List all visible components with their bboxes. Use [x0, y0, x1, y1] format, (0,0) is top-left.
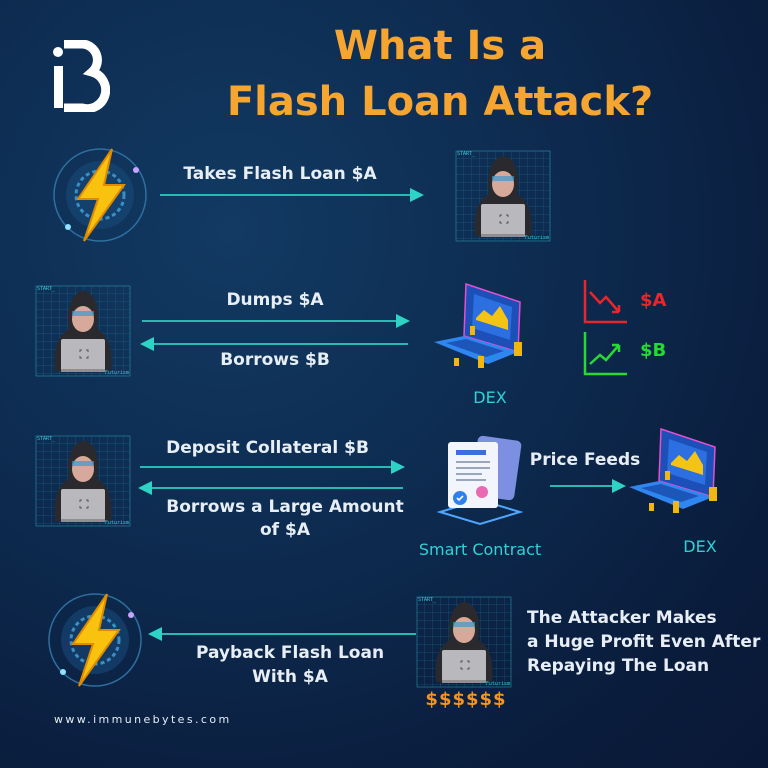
title-line-1: What Is a — [333, 23, 547, 69]
immunebytes-logo — [50, 39, 111, 114]
step1-arrow — [160, 188, 424, 202]
smart-contract-icon — [430, 432, 530, 531]
step3-bottom-label-1: Borrows a Large Amount — [166, 497, 404, 517]
result-line-3: Repaying The Loan — [527, 656, 710, 676]
step2-left-arrow — [140, 337, 408, 351]
step3-left-arrow — [138, 481, 403, 495]
start-tag: START_ — [37, 436, 56, 442]
asset-a-label: $A — [640, 290, 667, 311]
start-tag: START_ — [37, 286, 56, 292]
asset-b-label: $B — [640, 340, 667, 361]
smart-contract-label: Smart Contract — [418, 540, 542, 559]
flash-loan-bolt-icon — [45, 590, 145, 690]
attacker-figure: START_ Futurism — [455, 150, 551, 242]
step4-label-2: With $A — [252, 667, 328, 687]
attacker-figure: START_ Futurism — [35, 285, 131, 377]
step3-right-arrow — [140, 460, 405, 474]
step3-bottom-label-2: of $A — [260, 520, 310, 540]
start-tag: START_ — [418, 597, 437, 603]
flash-loan-bolt-icon — [50, 145, 150, 245]
step4-label-1: Payback Flash Loan — [195, 643, 385, 663]
futurism-tag: Futurism — [104, 520, 129, 526]
price-up-chart-icon — [583, 332, 627, 380]
price-feeds-label: Price Feeds — [529, 450, 641, 470]
result-line-1: The Attacker Makes — [527, 608, 717, 628]
step3-top-label: Deposit Collateral $B — [166, 438, 369, 458]
step1-label: Takes Flash Loan $A — [183, 164, 377, 184]
website-url: www.immunebytes.com — [54, 713, 232, 726]
futurism-tag: Futurism — [524, 235, 549, 241]
price-down-chart-icon — [583, 280, 627, 328]
result-line-2: a Huge Profit Even After — [527, 632, 761, 652]
dex-laptop-icon — [625, 425, 735, 525]
start-tag: START_ — [457, 151, 476, 157]
step2-top-label: Dumps $A — [226, 290, 324, 310]
attacker-figure: START_ Futurism — [416, 596, 512, 688]
step2-right-arrow — [142, 314, 410, 328]
dex-label: DEX — [683, 537, 717, 556]
price-feeds-arrow — [550, 479, 626, 493]
dex-laptop-icon — [430, 280, 545, 380]
futurism-tag: Futurism — [485, 681, 510, 687]
futurism-tag: Futurism — [104, 370, 129, 376]
attacker-figure: START_ Futurism — [35, 435, 131, 527]
step4-arrow — [148, 627, 416, 641]
step2-bottom-label: Borrows $B — [220, 350, 330, 370]
title-line-2: Flash Loan Attack? — [226, 79, 654, 125]
dex-label: DEX — [473, 388, 507, 407]
profit-dollars: $$$$$$ — [425, 689, 507, 710]
